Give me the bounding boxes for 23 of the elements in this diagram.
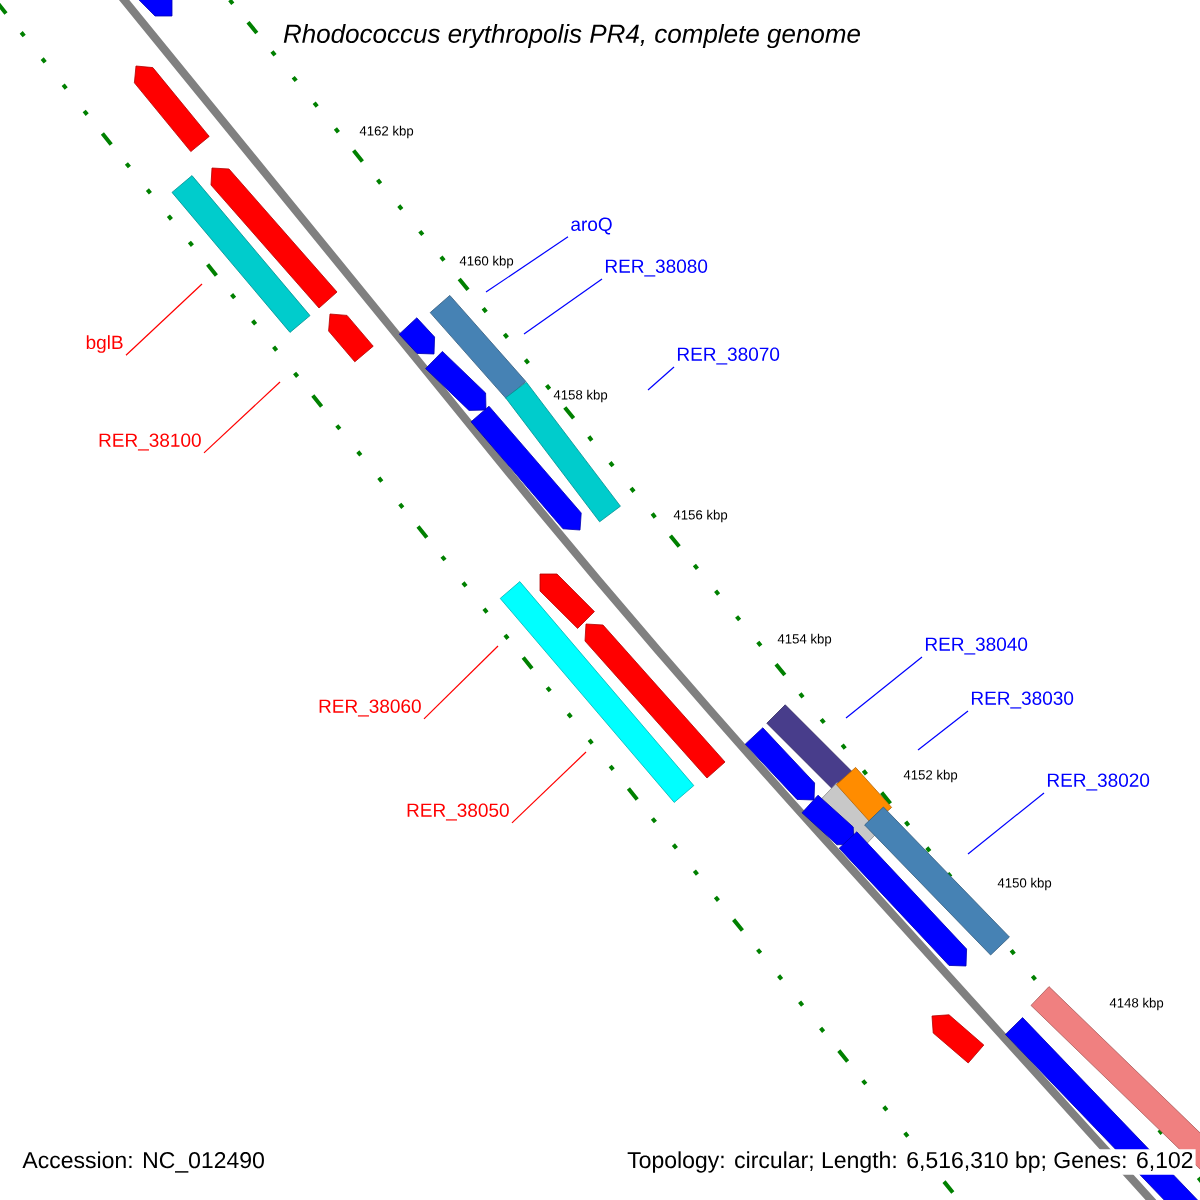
gene-label: RER_38060 bbox=[319, 699, 421, 717]
gene-label: RER_38100 bbox=[99, 433, 201, 451]
leader-line bbox=[203, 381, 281, 454]
leader-line bbox=[485, 236, 569, 293]
gene-label: RER_38080 bbox=[605, 259, 708, 277]
gene-label: RER_38050 bbox=[407, 803, 509, 821]
leader-line bbox=[523, 278, 603, 335]
leader-line bbox=[511, 751, 587, 824]
gene-label: RER_38030 bbox=[972, 691, 1074, 709]
info-text: Accession: NC_012490 bbox=[20, 1149, 267, 1175]
gene-label: RER_38070 bbox=[678, 347, 780, 365]
gene-label: bglB bbox=[86, 335, 123, 353]
leader-line bbox=[647, 366, 675, 391]
leader-line bbox=[845, 656, 923, 719]
gene-label: RER_38020 bbox=[1048, 773, 1150, 791]
leader-line bbox=[967, 792, 1045, 855]
info-text: Topology: circular; Length: 6,516,310 bp; Genes: 6,102 bbox=[625, 1149, 1196, 1175]
gene-label: RER_38040 bbox=[926, 637, 1028, 655]
leader-line bbox=[125, 283, 203, 356]
leader-line bbox=[917, 710, 969, 751]
map-title: Rhodococcus erythropolis PR4, complete genome bbox=[283, 23, 860, 49]
leader-line bbox=[423, 645, 499, 720]
gene-label: aroQ bbox=[571, 217, 612, 235]
